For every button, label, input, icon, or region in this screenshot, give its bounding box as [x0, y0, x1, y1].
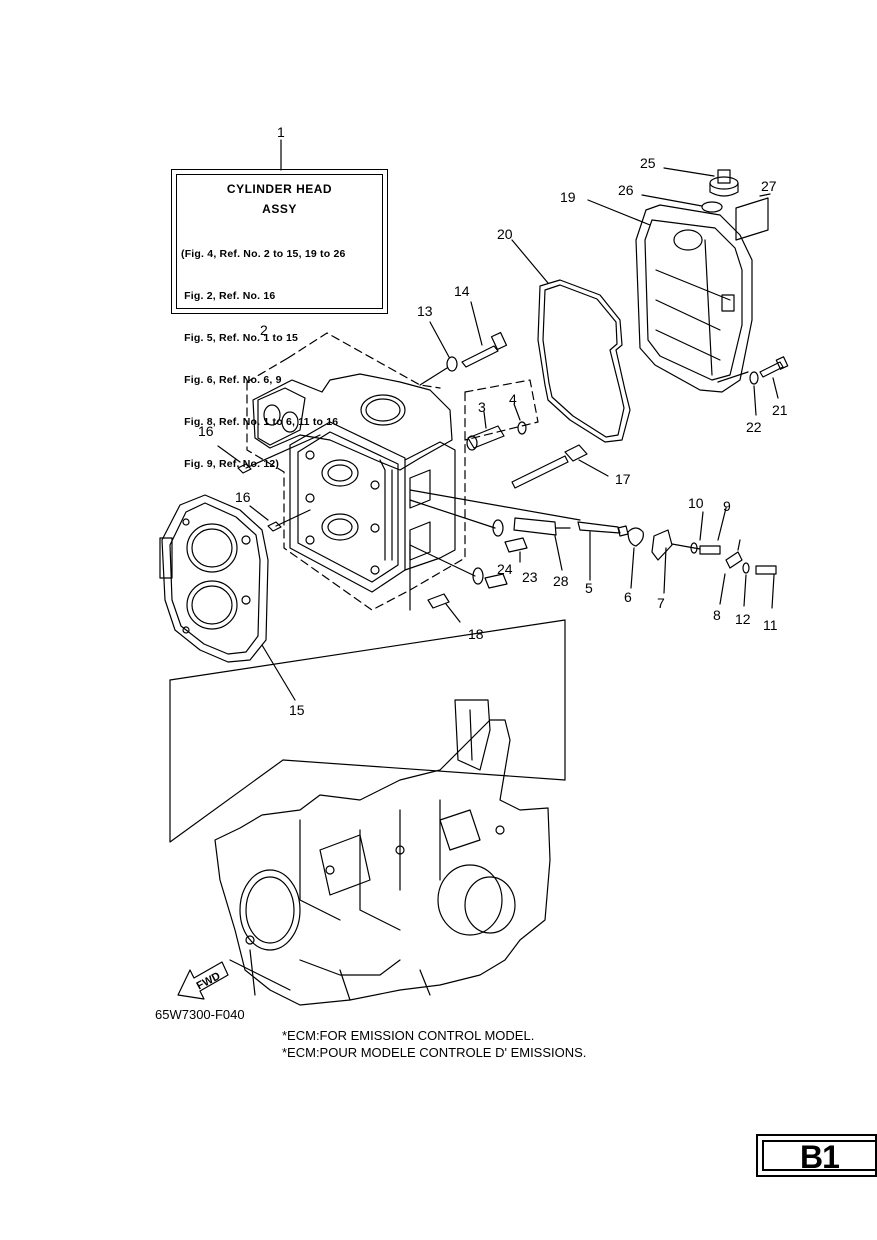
callout-11: 11: [763, 617, 778, 633]
callout-24: 24: [497, 561, 513, 577]
oring-4-drawing: [513, 403, 527, 435]
callout-28: 28: [553, 573, 569, 589]
callout-5: 5: [585, 580, 593, 596]
thermo-assembly-drawing: [409, 489, 777, 609]
callout-10: 10: [688, 495, 704, 511]
callout-9: 9: [723, 498, 731, 514]
dowel-pin-drawing: [217, 434, 321, 532]
cylinder-block-drawing: [214, 699, 551, 1006]
assembly-ref-line: Fig. 2, Ref. No. 16: [181, 290, 276, 302]
callout-labels: 1 2 3 4 5 6 7 8 9 10 11 12 13 14 15 16 1…: [195, 124, 788, 992]
label-27-drawing: [735, 193, 771, 241]
callout-14: 14: [454, 283, 470, 299]
ecm-note-english: *ECM:FOR EMISSION CONTROL MODEL.: [282, 1028, 535, 1043]
page-label: B1: [800, 1139, 840, 1175]
bolt-21-drawing: [759, 356, 789, 399]
callout-8: 8: [713, 607, 721, 623]
oring-26-drawing: [641, 194, 723, 213]
page-label-box: B1: [756, 1134, 877, 1177]
oil-cap-drawing: [663, 167, 739, 197]
cover-gasket-drawing: [511, 239, 631, 443]
callout-22: 22: [746, 419, 762, 435]
crankcase-frame-line: [169, 679, 284, 843]
callout-18: 18: [468, 626, 484, 642]
callout-17: 17: [615, 471, 631, 487]
callout-6: 6: [624, 589, 632, 605]
callout-2: 2: [260, 322, 268, 338]
callout-21: 21: [772, 402, 788, 418]
callout-15: 15: [289, 702, 305, 718]
assembly-subtitle: ASSY: [262, 202, 297, 216]
assembly-ref-line: Fig. 9, Ref. No. 12): [181, 458, 280, 470]
fwd-arrow-icon: [177, 961, 229, 1000]
assembly-info-box: CYLINDER HEAD ASSY (Fig. 4, Ref. No. 2 t…: [171, 169, 388, 470]
callout-3: 3: [478, 399, 486, 415]
callout-26: 26: [618, 182, 634, 198]
bolt-23-drawing: [484, 537, 528, 589]
fwd-label: FWD: [195, 970, 223, 992]
callout-25: 25: [640, 155, 656, 171]
washer-13-drawing: [419, 321, 458, 386]
callout-1: 1: [277, 124, 285, 140]
bolt-18-drawing: [409, 539, 461, 623]
cylinder-head-cover-drawing: [587, 199, 753, 393]
washer-22-drawing: [749, 371, 759, 416]
page-label-inner: B1: [762, 1140, 875, 1173]
bolt-14-drawing: [461, 301, 508, 368]
callout-16a: 16: [198, 423, 214, 439]
callout-23: 23: [522, 569, 538, 585]
callout-19: 19: [560, 189, 576, 205]
diagram-code: 65W7300-F040: [155, 1007, 245, 1022]
spark-plug-drawing: [513, 517, 571, 571]
ecm-note-french: *ECM:POUR MODELE CONTROLE D' EMISSIONS.: [282, 1045, 587, 1060]
head-gasket-drawing: [159, 494, 269, 663]
callout-13: 13: [417, 303, 433, 319]
assembly-title: CYLINDER HEAD: [226, 182, 333, 196]
assembly-ref-lines: (Fig. 4, Ref. No. 2 to 15, 19 to 26 Fig.…: [181, 219, 378, 499]
assembly-ref-line: Fig. 8, Ref. No. 1 to 6, 11 to 16: [181, 416, 339, 428]
callout-12: 12: [735, 611, 751, 627]
assembly-info-inner: CYLINDER HEAD ASSY (Fig. 4, Ref. No. 2 t…: [176, 174, 383, 470]
assembly-ref-line: Fig. 6, Ref. No. 6, 9: [181, 374, 282, 386]
callout-4: 4: [509, 391, 517, 407]
callout-7: 7: [657, 595, 665, 611]
sleeve-3-drawing: [466, 411, 505, 451]
bolt-17-drawing: [511, 444, 609, 489]
callout-27: 27: [761, 178, 777, 194]
washer-24-drawing: [409, 499, 504, 585]
cylinder-head-drawing: [252, 373, 456, 593]
callout-20: 20: [497, 226, 513, 242]
assembly-ref-line: (Fig. 4, Ref. No. 2 to 15, 19 to 26: [181, 248, 346, 260]
callout-16b: 16: [235, 489, 251, 505]
assembly-ref-line: Fig. 5, Ref. No. 1 to 15: [181, 332, 299, 344]
